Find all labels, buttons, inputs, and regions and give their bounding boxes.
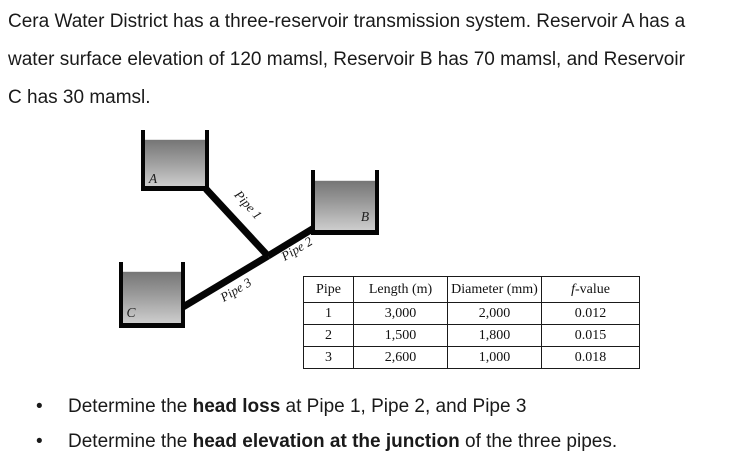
reservoir-c-label: C <box>126 305 136 320</box>
cell-length: 3,000 <box>353 302 448 325</box>
task-text-pre: Determine the <box>68 396 193 417</box>
table-row: 1 3,000 2,000 0.012 <box>303 302 640 325</box>
pipe-2-label: Pipe 2 <box>278 233 315 264</box>
reservoir-b-water <box>315 180 375 230</box>
bullet-icon: • <box>36 431 43 452</box>
bullet-icon: • <box>36 396 43 417</box>
reservoir-a-tank <box>141 130 209 191</box>
column-header-diameter: Diameter (mm) <box>447 276 542 303</box>
task-text-bold: head loss <box>192 396 281 417</box>
task-item-head-loss: • Determine the head loss at Pipe 1, Pipe… <box>36 394 617 420</box>
f-value-rest-part: -value <box>574 281 610 297</box>
task-text-pre: Determine the <box>68 431 193 452</box>
reservoir-a-water <box>145 139 205 186</box>
cell-diameter: 1,000 <box>447 346 542 369</box>
pipe-data-table: Pipe Length (m) Diameter (mm) f-value 1 … <box>303 276 640 369</box>
task-text-post: at Pipe 1, Pipe 2, and Pipe 3 <box>280 396 527 417</box>
pipe-3-line <box>181 252 270 311</box>
pipe-3-label: Pipe 3 <box>217 274 254 305</box>
column-header-length: Length (m) <box>353 276 448 303</box>
cell-pipe-number: 2 <box>303 324 354 347</box>
reservoir-a-label: A <box>148 171 158 186</box>
table-row: 3 2,600 1,000 0.018 <box>303 346 640 369</box>
table-row: 2 1,500 1,800 0.015 <box>303 324 640 347</box>
cell-f-value: 0.018 <box>541 346 640 369</box>
problem-statement: Cera Water District has a three-reservoi… <box>8 3 685 117</box>
table-header-row: Pipe Length (m) Diameter (mm) f-value <box>303 276 640 303</box>
cell-pipe-number: 3 <box>303 346 354 369</box>
pipe-2-line <box>266 225 316 259</box>
task-text-post: of the three pipes. <box>459 431 618 452</box>
problem-statement-line: Cera Water District has a three-reservoi… <box>8 11 686 32</box>
reservoir-b-tank <box>311 170 379 235</box>
task-item-head-elevation: • Determine the head elevation at the jun… <box>36 429 617 455</box>
task-text-bold: head elevation at the junction <box>192 431 460 452</box>
cell-length: 2,600 <box>353 346 448 369</box>
pipe-1-line <box>203 186 271 259</box>
task-list: • Determine the head loss at Pipe 1, Pipe… <box>36 394 617 464</box>
cell-pipe-number: 1 <box>303 302 354 325</box>
f-value-italic-part: f <box>571 281 575 297</box>
column-header-pipe: Pipe <box>303 276 354 303</box>
reservoir-c-tank <box>119 262 185 328</box>
cell-diameter: 2,000 <box>447 302 542 325</box>
cell-length: 1,500 <box>353 324 448 347</box>
problem-statement-line: C has 30 mamsl. <box>8 87 151 108</box>
reservoir-b-label: B <box>360 209 370 224</box>
cell-diameter: 1,800 <box>447 324 542 347</box>
cell-f-value: 0.015 <box>541 324 640 347</box>
problem-statement-line: water surface elevation of 120 mamsl, Re… <box>8 49 685 70</box>
pipe-1-label: Pipe 1 <box>231 187 266 223</box>
cell-f-value: 0.012 <box>541 302 640 325</box>
reservoir-c-water <box>123 271 181 323</box>
column-header-f-value: f-value <box>541 276 640 303</box>
